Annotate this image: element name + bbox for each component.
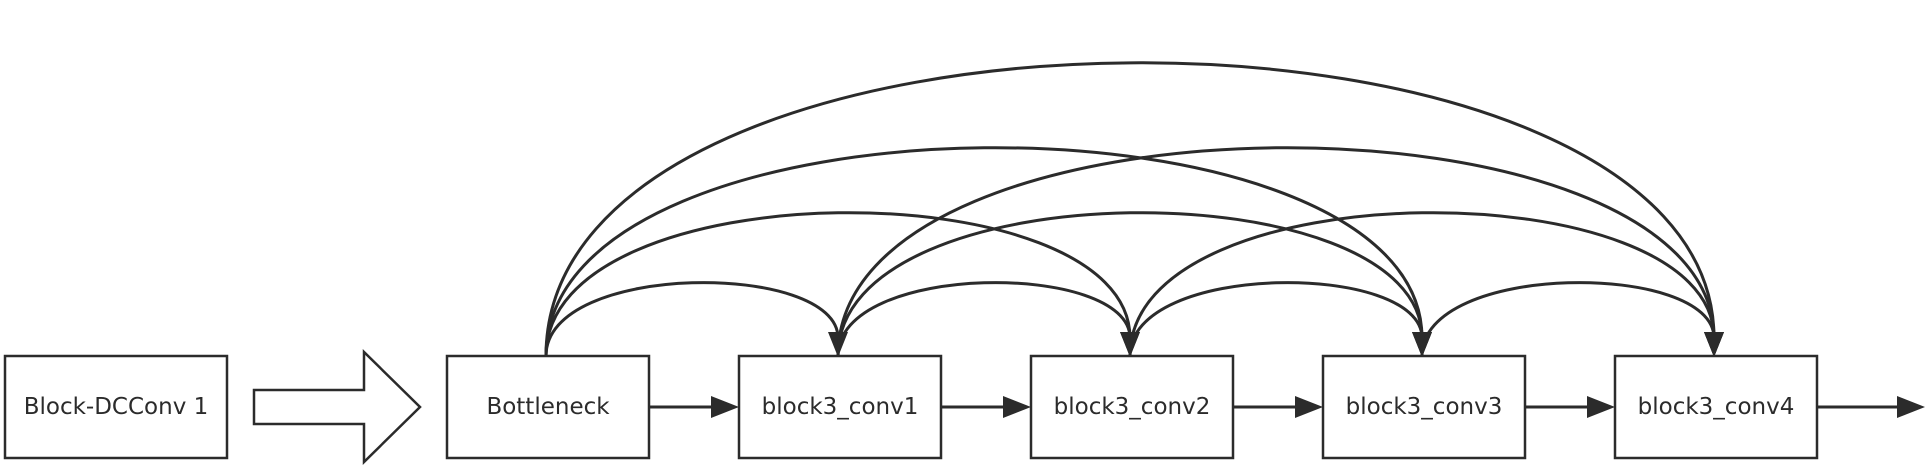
edge-arrowhead [1295,396,1323,418]
node-label-c2: block3_conv2 [1054,394,1211,420]
skip-arc [544,146,1424,357]
node-box-c1 [737,354,943,460]
node-box-bottleneck [445,354,651,460]
skip-c1-to-c2 [836,281,1140,357]
sequential-connections [649,396,1925,418]
skip-c3-to-c4 [1420,281,1724,357]
node-c4: block3_conv4 [1613,354,1819,460]
edge-bottleneck-to-c1 [649,396,739,418]
node-c3: block3_conv3 [1321,354,1527,460]
skip-arc [836,281,1132,357]
edge-arrowhead [1897,396,1925,418]
nodes: Bottleneck block3_conv1 block3_conv2 block3… [445,354,1819,460]
edge-c2-to-c3 [1233,396,1323,418]
skip-arc [836,211,1424,357]
skip-c1-to-c4 [836,146,1724,357]
node-label-c1: block3_conv1 [762,394,919,420]
skip-bottleneck-to-c1 [544,281,848,357]
node-label-c3: block3_conv3 [1346,394,1503,420]
node-label-bottleneck: Bottleneck [486,394,610,420]
edge-c3-to-c4 [1525,396,1615,418]
input-block-label: Block-DCConv 1 [24,394,209,420]
transition-arrow [252,349,422,465]
skip-connections [544,61,1724,357]
skip-arc [1128,281,1424,357]
skip-arc [544,61,1716,357]
edge-arrowhead [711,396,739,418]
skip-bottleneck-to-c4 [544,61,1724,357]
node-bottleneck: Bottleneck [445,354,651,460]
skip-arrowhead [1704,332,1724,357]
skip-arc [544,211,1132,357]
edge-c4-to-output [1817,396,1925,418]
skip-c2-to-c3 [1128,281,1432,357]
node-box-c3 [1321,354,1527,460]
node-box-c2 [1029,354,1235,460]
node-c2: block3_conv2 [1029,354,1235,460]
skip-bottleneck-to-c3 [544,146,1432,357]
edge-c1-to-c2 [941,396,1031,418]
node-label-c4: block3_conv4 [1638,394,1795,420]
skip-arc [1128,211,1716,357]
edge-arrowhead [1003,396,1031,418]
edge-arrowhead [1587,396,1615,418]
node-c1: block3_conv1 [737,354,943,460]
input-block [3,354,229,460]
skip-arc [1420,281,1716,357]
node-box-c4 [1613,354,1819,460]
skip-arc [544,281,840,357]
skip-arc [836,146,1716,357]
input-section: Block-DCConv 1 [3,349,422,465]
